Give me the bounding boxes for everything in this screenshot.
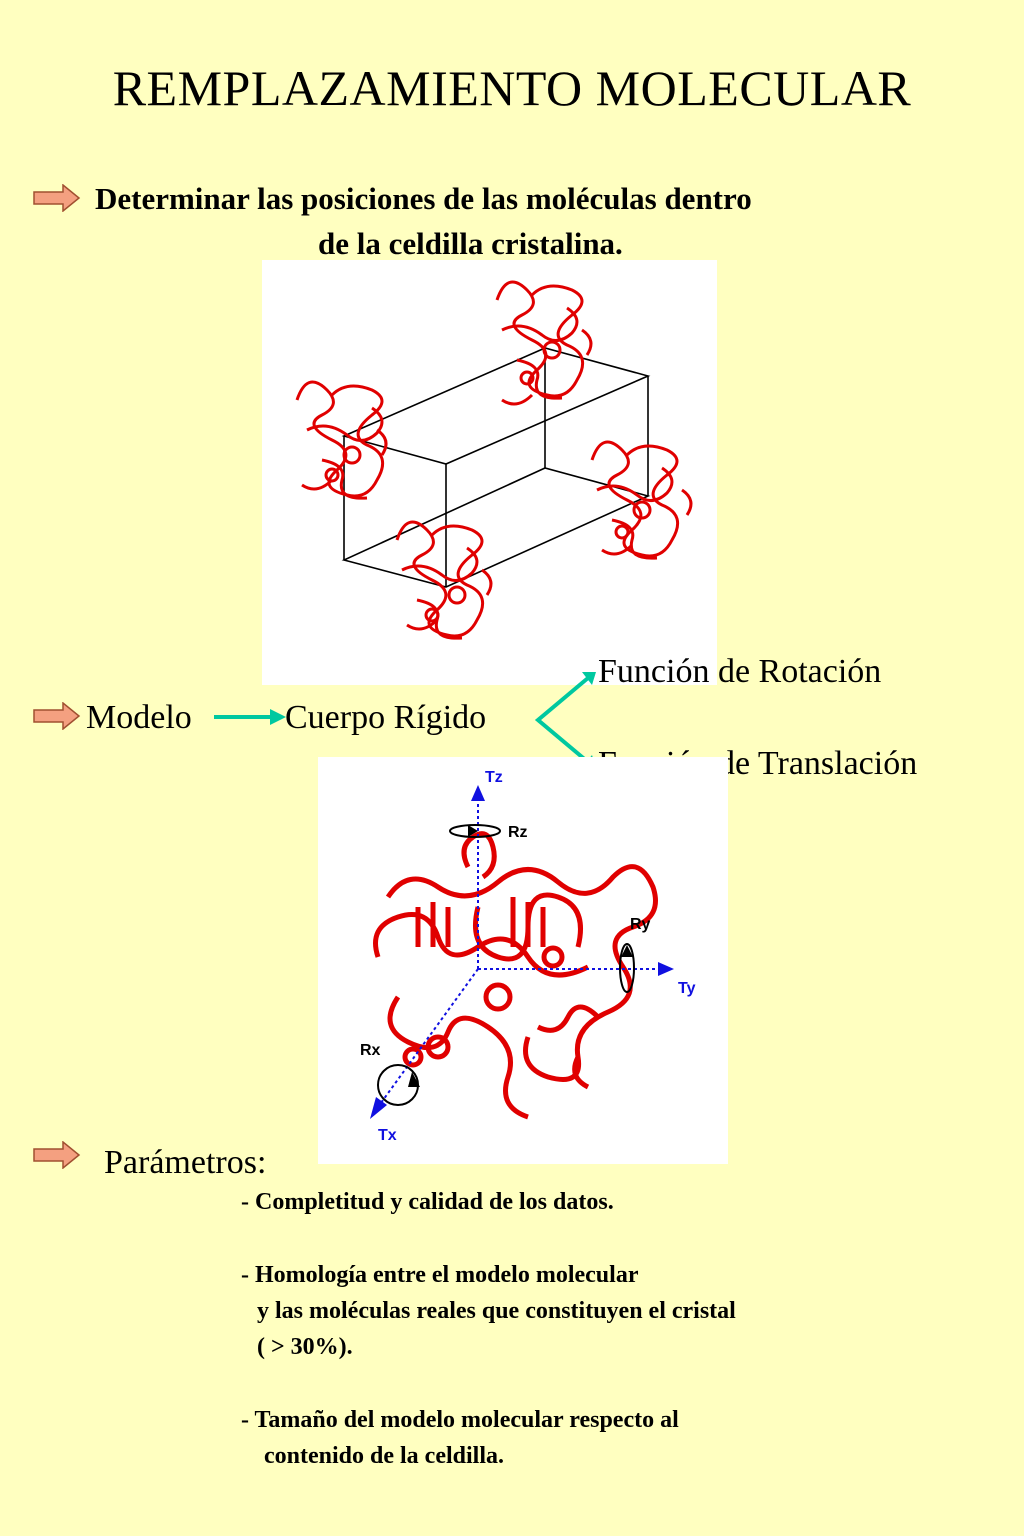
page-title: REMPLAZAMIENTO MOLECULAR xyxy=(112,60,912,116)
connector-arrow-icon xyxy=(214,709,286,725)
model-label: Modelo xyxy=(86,699,192,736)
right-arrow-icon xyxy=(33,702,81,730)
axis-label-tz: Tz xyxy=(485,769,503,786)
parameters-heading: Parámetros: xyxy=(104,1144,267,1181)
axes xyxy=(377,797,663,1108)
bullet1-line1: Determinar las posiciones de las molécul… xyxy=(95,181,752,216)
axis-label-rz: Rz xyxy=(508,824,528,841)
protein-top-right xyxy=(495,280,593,406)
protein-bottom-middle xyxy=(395,520,493,640)
axis-label-tx: Tx xyxy=(378,1127,397,1144)
protein-bottom-right xyxy=(590,440,693,560)
protein-top-left xyxy=(295,380,388,500)
axis-label-ty: Ty xyxy=(678,980,696,997)
parameter-1: - Completitud y calidad de los datos. xyxy=(241,1189,614,1215)
unit-cell-drawing xyxy=(295,280,693,640)
right-arrow-icon xyxy=(33,1141,81,1169)
right-arrow-icon xyxy=(33,184,81,212)
bullet1-line2: de la celdilla cristalina. xyxy=(318,226,623,261)
rigid-body-figure: Tz Rz Ry Ty Rx Tx xyxy=(318,757,728,1164)
parameter-2-line3: ( > 30%). xyxy=(257,1334,353,1360)
rigid-body-label: Cuerpo Rígido xyxy=(285,699,487,736)
axis-label-rx: Rx xyxy=(360,1042,381,1059)
rotation-function-label: Función de Rotación xyxy=(598,653,882,690)
rotation-arrowheads xyxy=(408,825,633,1087)
axis-arrowheads xyxy=(370,785,674,1119)
parameter-3-line1: - Tamaño del modelo molecular respecto a… xyxy=(241,1407,679,1433)
parameter-2-line1: - Homología entre el modelo molecular xyxy=(241,1262,639,1288)
protein-ribbon xyxy=(373,831,658,1120)
unit-cell-figure xyxy=(262,260,717,685)
protein-molecules xyxy=(295,280,693,640)
rotation-markers xyxy=(377,824,635,1106)
parameter-3-line2: contenido de la celdilla. xyxy=(264,1443,504,1469)
parameter-2-line2: y las moléculas reales que constituyen e… xyxy=(257,1298,736,1324)
axis-label-ry: Ry xyxy=(630,916,651,933)
rigid-body-drawing: Tz Rz Ry Ty Rx Tx xyxy=(360,769,696,1144)
